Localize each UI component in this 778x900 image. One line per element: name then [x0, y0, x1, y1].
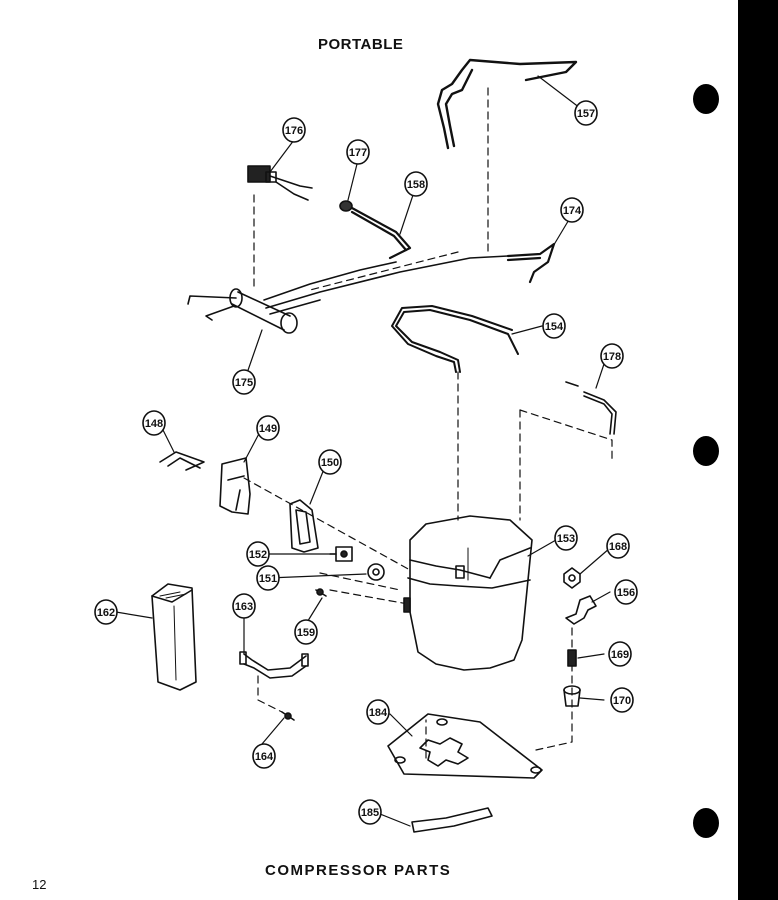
callout-number: 152 — [249, 549, 267, 561]
punch-hole — [693, 436, 719, 466]
callout-number: 163 — [235, 601, 253, 613]
part-159-screw — [315, 588, 327, 597]
punch-hole — [693, 808, 719, 838]
callout-154: 154 — [542, 313, 566, 339]
callout-150: 150 — [318, 449, 342, 475]
part-158-tube — [350, 206, 412, 260]
callout-169: 169 — [608, 641, 632, 667]
part-163-strap — [239, 651, 309, 679]
callout-152: 152 — [246, 541, 270, 567]
callout-number: 164 — [255, 751, 274, 763]
part-168-nut — [563, 567, 581, 589]
callout-156: 156 — [614, 579, 638, 605]
callout-184: 184 — [366, 699, 390, 725]
binding-edge — [738, 0, 778, 900]
callout-number: 162 — [97, 607, 115, 619]
callout-number: 176 — [285, 125, 303, 137]
callout-number: 185 — [361, 807, 379, 819]
callout-168: 168 — [606, 533, 630, 559]
part-177-fitting — [339, 200, 353, 212]
callout-number: 175 — [235, 377, 253, 389]
callout-number: 170 — [613, 695, 631, 707]
callout-158: 158 — [404, 171, 428, 197]
callout-number: 154 — [545, 321, 564, 333]
part-176-switch — [247, 165, 313, 201]
callout-175: 175 — [232, 369, 256, 395]
callout-177: 177 — [346, 139, 370, 165]
page-number: 12 — [32, 877, 47, 892]
callout-number: 153 — [557, 533, 575, 545]
callout-170: 170 — [610, 687, 634, 713]
callout-157: 157 — [574, 100, 598, 126]
callout-151: 151 — [256, 565, 280, 591]
callout-number: 149 — [259, 423, 277, 435]
callout-number: 178 — [603, 351, 621, 363]
callout-number: 150 — [321, 457, 339, 469]
part-164-screw — [281, 711, 295, 721]
callout-185: 185 — [358, 799, 382, 825]
part-184-base-plate — [387, 713, 543, 779]
part-178-tube — [565, 381, 617, 435]
callout-number: 148 — [145, 418, 163, 430]
part-170-mount — [563, 685, 581, 707]
callout-153: 153 — [554, 525, 578, 551]
callout-163: 163 — [232, 593, 256, 619]
part-156-bracket — [565, 595, 597, 625]
callout-number: 168 — [609, 541, 627, 553]
callout-number: 174 — [563, 205, 582, 217]
punch-hole — [693, 84, 719, 114]
callout-176: 176 — [282, 117, 306, 143]
part-151-grommet — [367, 563, 385, 581]
callout-number: 151 — [259, 573, 277, 585]
part-175-drier — [187, 255, 509, 334]
callout-number: 169 — [611, 649, 629, 661]
part-174-tube — [506, 242, 556, 284]
part-149-bracket — [219, 457, 251, 515]
callout-162: 162 — [94, 599, 118, 625]
callout-number: 158 — [407, 179, 425, 191]
callout-number: 156 — [617, 587, 635, 599]
section-caption: COMPRESSOR PARTS — [265, 862, 452, 879]
callout-149: 149 — [256, 415, 280, 441]
callout-178: 178 — [600, 343, 624, 369]
part-157-tube — [436, 58, 578, 150]
part-153-compressor — [403, 515, 533, 671]
part-148-clip — [159, 451, 205, 471]
part-169-stud — [567, 649, 577, 667]
callout-148: 148 — [142, 410, 166, 436]
callout-number: 177 — [349, 147, 367, 159]
callout-164: 164 — [252, 743, 276, 769]
diagram-title: PORTABLE — [318, 36, 404, 53]
callout-number: 184 — [369, 707, 388, 719]
callout-174: 174 — [560, 197, 584, 223]
part-185-pad — [411, 807, 493, 833]
leader-lines — [115, 75, 611, 827]
callout-labels: 157 176 177 158 174 154 178 175 148 149 150 153 168 1… — [94, 100, 638, 825]
callout-number: 159 — [297, 627, 315, 639]
part-162-capacitor — [151, 583, 197, 691]
part-150-gasket — [289, 499, 319, 553]
callout-159: 159 — [294, 619, 318, 645]
assembly-lines — [243, 87, 613, 759]
part-154-tube — [391, 305, 519, 373]
callout-number: 157 — [577, 108, 595, 120]
